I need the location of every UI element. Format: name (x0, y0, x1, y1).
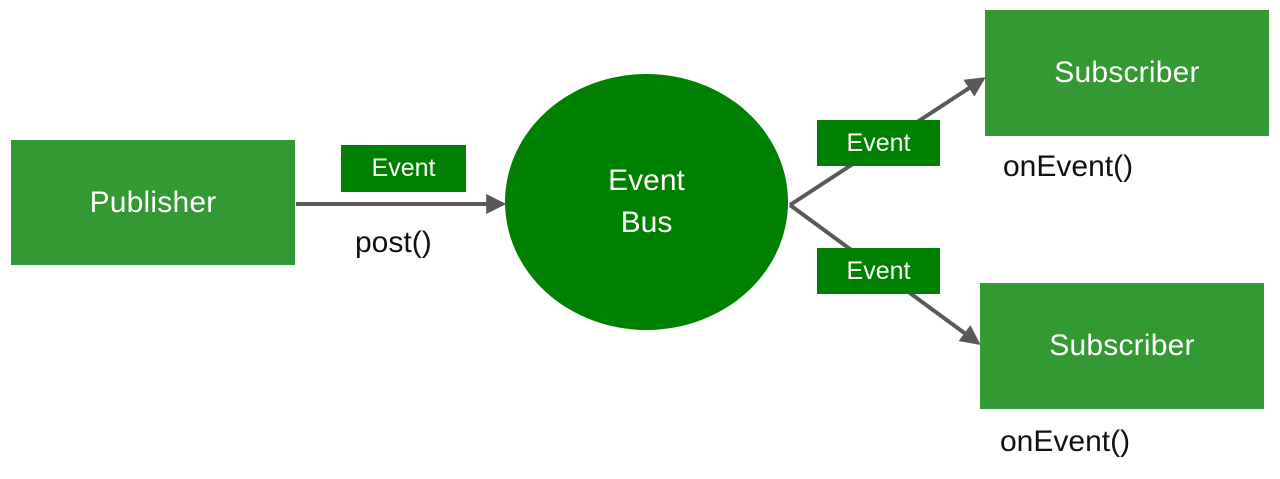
event-label-text: Event (846, 256, 911, 285)
subscriber-node-bottom[interactable]: Subscriber (980, 283, 1264, 409)
event-bus-label-line1: Event (608, 164, 685, 197)
event-label-publisher-to-bus: Event (341, 145, 466, 192)
publisher-node[interactable]: Publisher (11, 140, 295, 265)
event-bus-node[interactable]: Event Bus (505, 74, 788, 330)
caption-onevent-top: onEvent() (1003, 150, 1134, 183)
publisher-label: Publisher (89, 185, 217, 219)
caption-onevent-bottom: onEvent() (1000, 425, 1131, 458)
event-label-bus-to-subscriber-top: Event (817, 120, 940, 166)
caption-post-method: post() (355, 226, 432, 259)
event-label-text: Event (846, 128, 911, 157)
event-bus-label-line2: Bus (620, 206, 673, 239)
subscriber-node-top[interactable]: Subscriber (985, 10, 1269, 136)
event-label-bus-to-subscriber-bottom: Event (817, 248, 940, 294)
event-label-text: Event (371, 154, 436, 182)
subscriber-bottom-label: Subscriber (1049, 329, 1195, 362)
subscriber-top-label: Subscriber (1054, 56, 1200, 89)
